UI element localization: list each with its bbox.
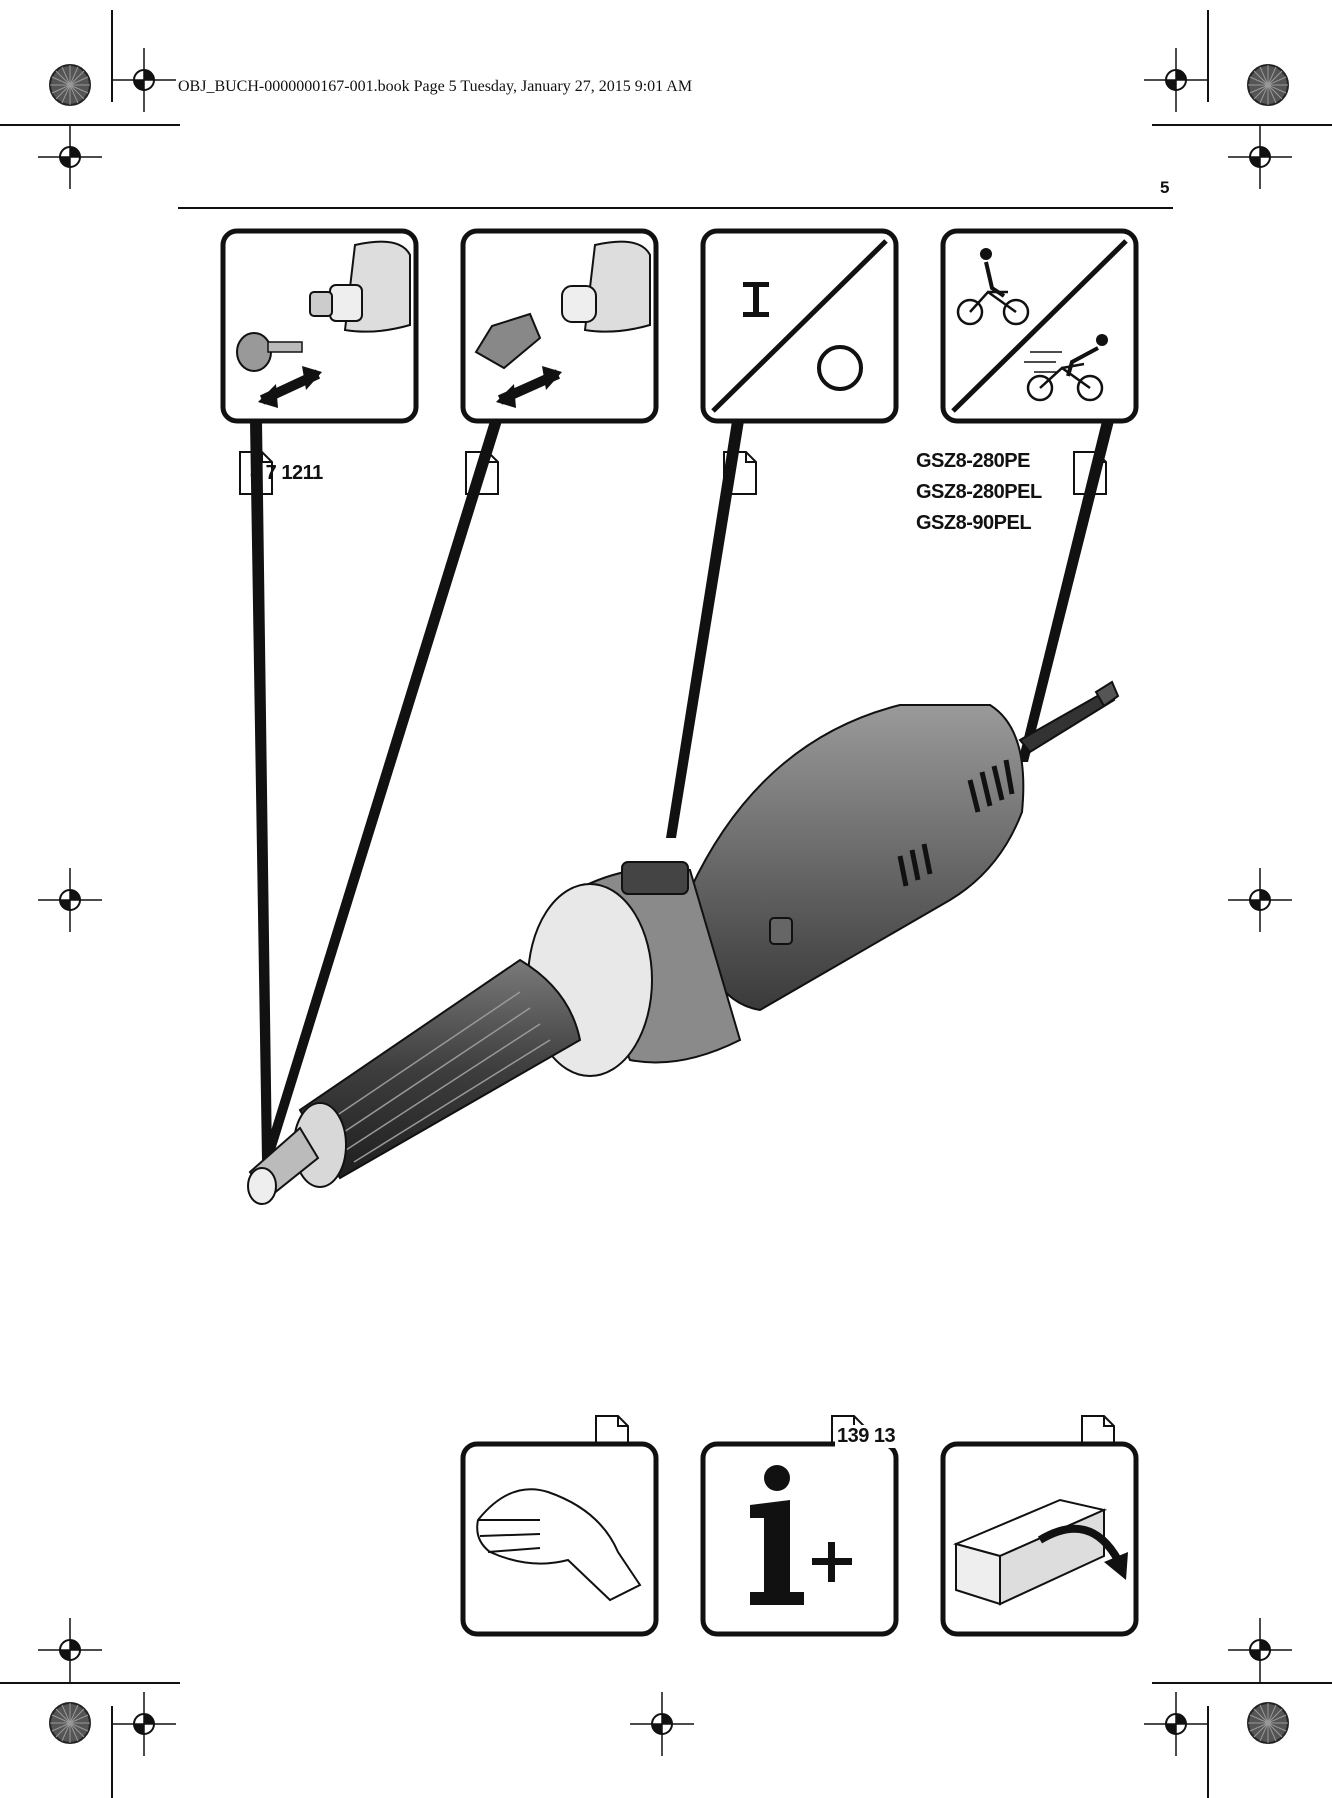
panel-speed (940, 228, 1139, 424)
registration-marks (0, 10, 1332, 1798)
hand-vibration-icon (476, 1488, 642, 1602)
panel-packaging (940, 1441, 1139, 1637)
information-reference-number: 139 13 (835, 1425, 898, 1448)
panel-collet (460, 228, 659, 424)
on-off-switch-icon (711, 239, 888, 413)
model-name: GSZ8-280PEL (916, 481, 1042, 503)
information-icon (750, 1465, 852, 1605)
accessory-reference-number: 8 7 1211 (250, 462, 323, 484)
fein-logo-badge (769, 917, 793, 945)
header-rule (178, 207, 1173, 209)
panel-on-off (700, 228, 899, 424)
panel-hand-vibration (460, 1441, 659, 1637)
leader-lines (250, 421, 1114, 1160)
model-list: GSZ8-280PE GSZ8-280PEL GSZ8-90PEL (916, 446, 1042, 539)
speed-setting-icon (951, 239, 1128, 413)
vent-slots (897, 759, 1015, 887)
model-name: GSZ8-280PE (916, 450, 1030, 472)
packaging-icon (952, 1498, 1128, 1606)
die-grinder-illustration (247, 680, 1120, 1205)
panel-grinding-pin (220, 228, 419, 424)
grip-ribs (329, 991, 551, 1163)
panel-information (700, 1441, 899, 1637)
page-number: 5 (1160, 178, 1170, 197)
collet-nut (247, 1167, 277, 1205)
model-name: GSZ8-90PEL (916, 512, 1032, 534)
switch-slider (621, 861, 689, 895)
grinding-pin-insert-icon (236, 240, 411, 408)
book-header-line: OBJ_BUCH-0000000167-001.book Page 5 Tues… (178, 78, 693, 95)
collet-insert-icon (474, 240, 651, 408)
